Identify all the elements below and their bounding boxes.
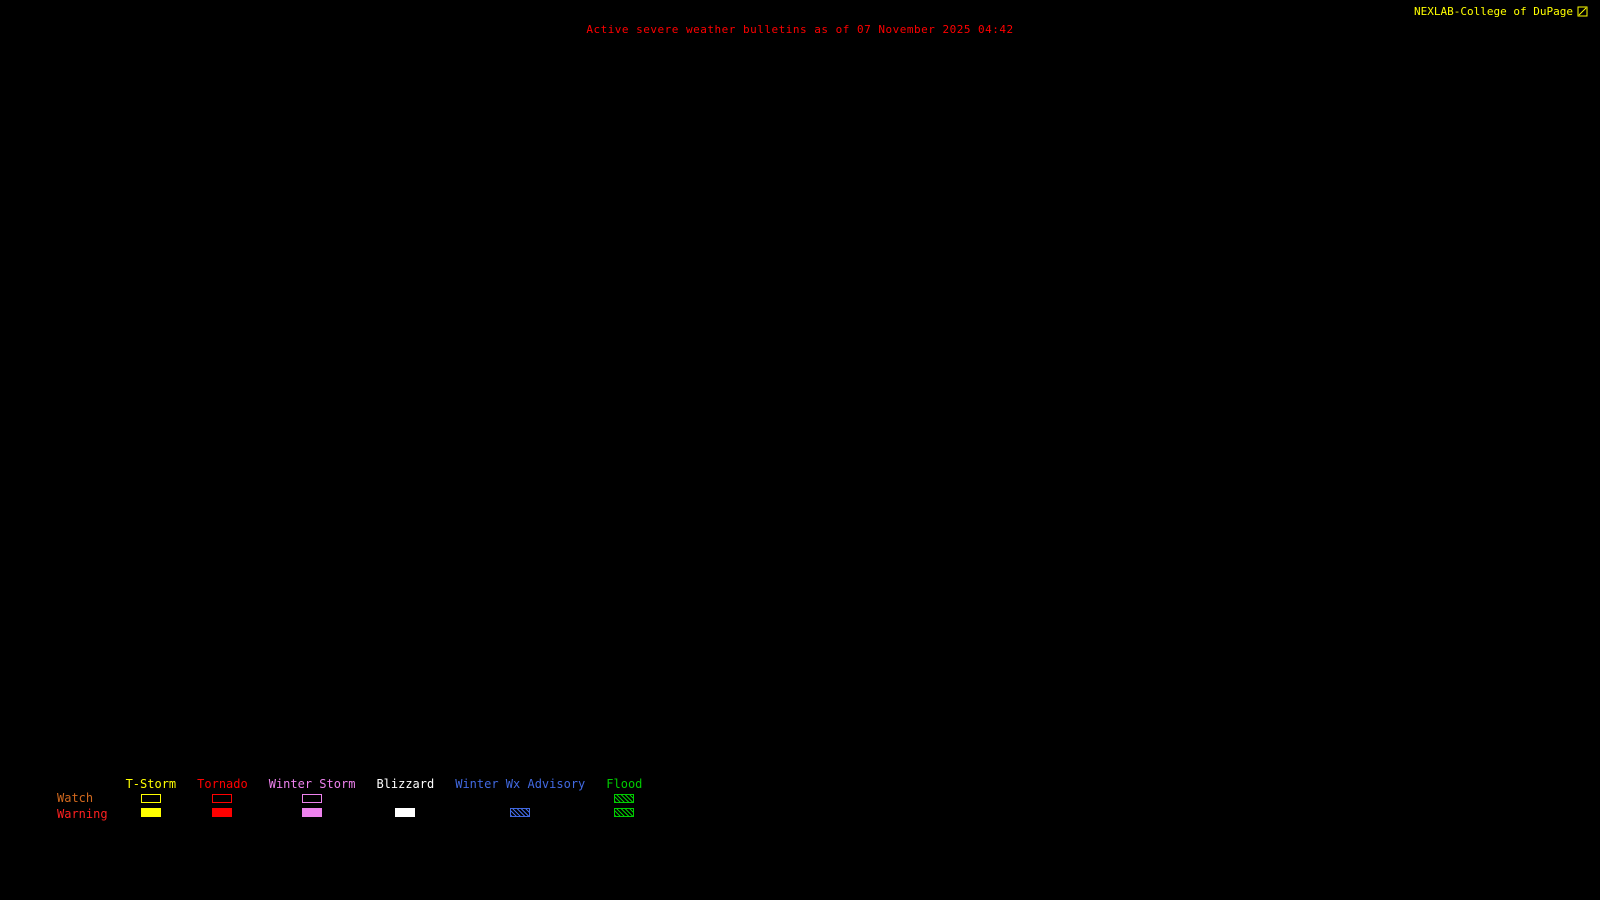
legend-column-label: T-Storm <box>125 777 177 791</box>
warning-swatch-tornado <box>212 808 233 817</box>
legend-column-tornado: Tornado <box>197 777 248 817</box>
legend: Watch Warning T-Storm Tornado Winter Storm… <box>57 777 663 822</box>
nexlab-logo-icon <box>1577 6 1588 17</box>
legend-column-label: Winter Wx Advisory <box>455 777 586 791</box>
legend-column-label: Blizzard <box>376 777 435 791</box>
legend-column-flood: Flood <box>606 777 642 817</box>
legend-column-label: Winter Storm <box>268 777 356 791</box>
watch-swatch-t-storm <box>140 794 161 803</box>
warning-swatch-winter-wx-advisory <box>510 808 531 817</box>
brand-text: NEXLAB-College of DuPage <box>1414 5 1573 18</box>
legend-watch-label: Watch <box>57 791 94 805</box>
legend-warning-label: Warning <box>57 807 108 821</box>
legend-row-labels: Watch Warning <box>57 777 108 822</box>
warning-swatch-winter-storm <box>302 808 323 817</box>
watch-swatch-tornado <box>212 794 233 803</box>
legend-column-winter-wx-advisory: Winter Wx Advisory <box>455 777 585 817</box>
legend-column-label: Flood <box>606 777 643 791</box>
legend-column-t-storm: T-Storm <box>125 777 177 817</box>
warning-swatch-blizzard <box>395 808 416 817</box>
bulletin-title: Active severe weather bulletins as of 07… <box>586 23 1014 36</box>
warning-swatch-flood <box>614 808 635 817</box>
legend-column-label: Tornado <box>197 777 248 791</box>
legend-column-blizzard: Blizzard <box>376 777 434 817</box>
legend-column-winter-storm: Winter Storm <box>268 777 356 817</box>
nexlab-brand: NEXLAB-College of DuPage <box>1414 5 1588 18</box>
watch-swatch-flood <box>614 794 635 803</box>
watch-swatch-winter-storm <box>302 794 323 803</box>
warning-swatch-t-storm <box>140 808 161 817</box>
legend-columns: T-Storm Tornado Winter Storm Blizzard Winter… <box>126 777 664 817</box>
